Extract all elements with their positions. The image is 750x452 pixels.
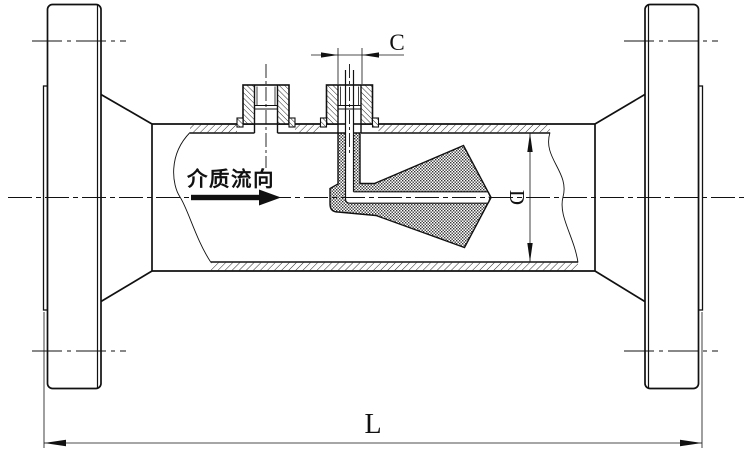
- dim-c-arrow-left: [321, 52, 338, 58]
- stem-bore-left-line: [344, 70, 350, 204]
- left-flange: [32, 3, 126, 390]
- dim-l-extension-lines: [43, 312, 703, 448]
- left-flange-body: [46, 3, 102, 390]
- right-flange-body: [644, 3, 700, 390]
- right-reducer-cone: [594, 93, 646, 303]
- pipe-wall-hatch: [190, 124, 578, 271]
- dimension-c: C: [311, 30, 405, 84]
- dim-l-label: L: [364, 409, 381, 440]
- flow-arrow-icon: [191, 189, 281, 206]
- dim-c-extension-lines: [337, 48, 363, 84]
- flow-direction: 介质流向: [186, 167, 281, 206]
- left-flange-bolt-centerlines: [32, 40, 126, 352]
- pipe-body: [152, 123, 595, 272]
- dimension-l: L: [43, 312, 703, 448]
- boss1-thread-lines: [256, 86, 276, 105]
- dim-l-arrow-left: [44, 439, 66, 447]
- right-flange-bolt-centerlines: [624, 40, 718, 352]
- break-line-right: [548, 132, 579, 263]
- dim-c-label: C: [389, 30, 404, 55]
- left-reducer-cone: [100, 93, 153, 303]
- channel-edge-lines: [349, 191, 488, 204]
- cone-and-support-outline: [329, 132, 492, 249]
- dim-d-arrow-top: [527, 133, 533, 152]
- break-line-left: [173, 132, 212, 263]
- dim-d-label: D: [505, 190, 529, 205]
- dim-c-arrow-right: [362, 52, 379, 58]
- boss2-thread-lines: [340, 86, 359, 105]
- boss2-weld-lips: [319, 117, 380, 128]
- dim-l-arrow-right: [680, 439, 702, 447]
- right-flange: [624, 3, 718, 390]
- flow-direction-label: 介质流向: [186, 167, 275, 191]
- boss1-weld-lips: [236, 117, 296, 128]
- dimension-d: D: [505, 133, 533, 262]
- pressure-tap-boss-cone-support: [319, 84, 380, 133]
- dim-d-arrow-bottom: [527, 243, 533, 262]
